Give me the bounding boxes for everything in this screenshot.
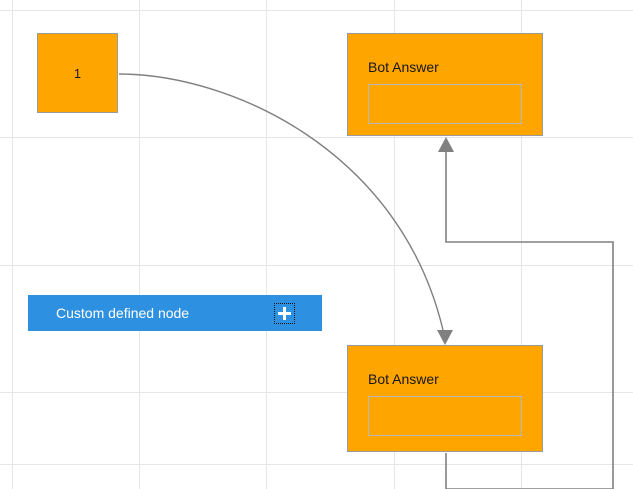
bot-answer-node-top[interactable]: Bot Answer [347,33,543,136]
custom-defined-node-label: Custom defined node [56,305,190,321]
bot-answer-bottom-title: Bot Answer [368,371,439,387]
grid-line-vertical [12,0,13,489]
node-1[interactable]: 1 [37,33,118,113]
plus-icon-bar-vertical [283,306,286,320]
grid-line-vertical [266,0,267,489]
grid-line-horizontal [0,265,633,266]
plus-icon-dotted-border [274,302,295,324]
grid-line-horizontal [0,10,633,11]
grid-line-vertical [139,0,140,489]
node-1-label: 1 [73,65,82,81]
custom-defined-node-button[interactable]: Custom defined node [28,295,322,331]
plus-icon[interactable] [274,302,295,324]
bot-answer-bottom-slot[interactable] [368,396,522,436]
bot-answer-node-bottom[interactable]: Bot Answer [347,345,543,452]
bot-answer-top-slot[interactable] [368,84,522,124]
grid-line-horizontal [0,137,633,138]
grid-line-horizontal [0,464,633,465]
bot-answer-top-title: Bot Answer [368,59,439,75]
grid-line-horizontal [0,392,633,393]
